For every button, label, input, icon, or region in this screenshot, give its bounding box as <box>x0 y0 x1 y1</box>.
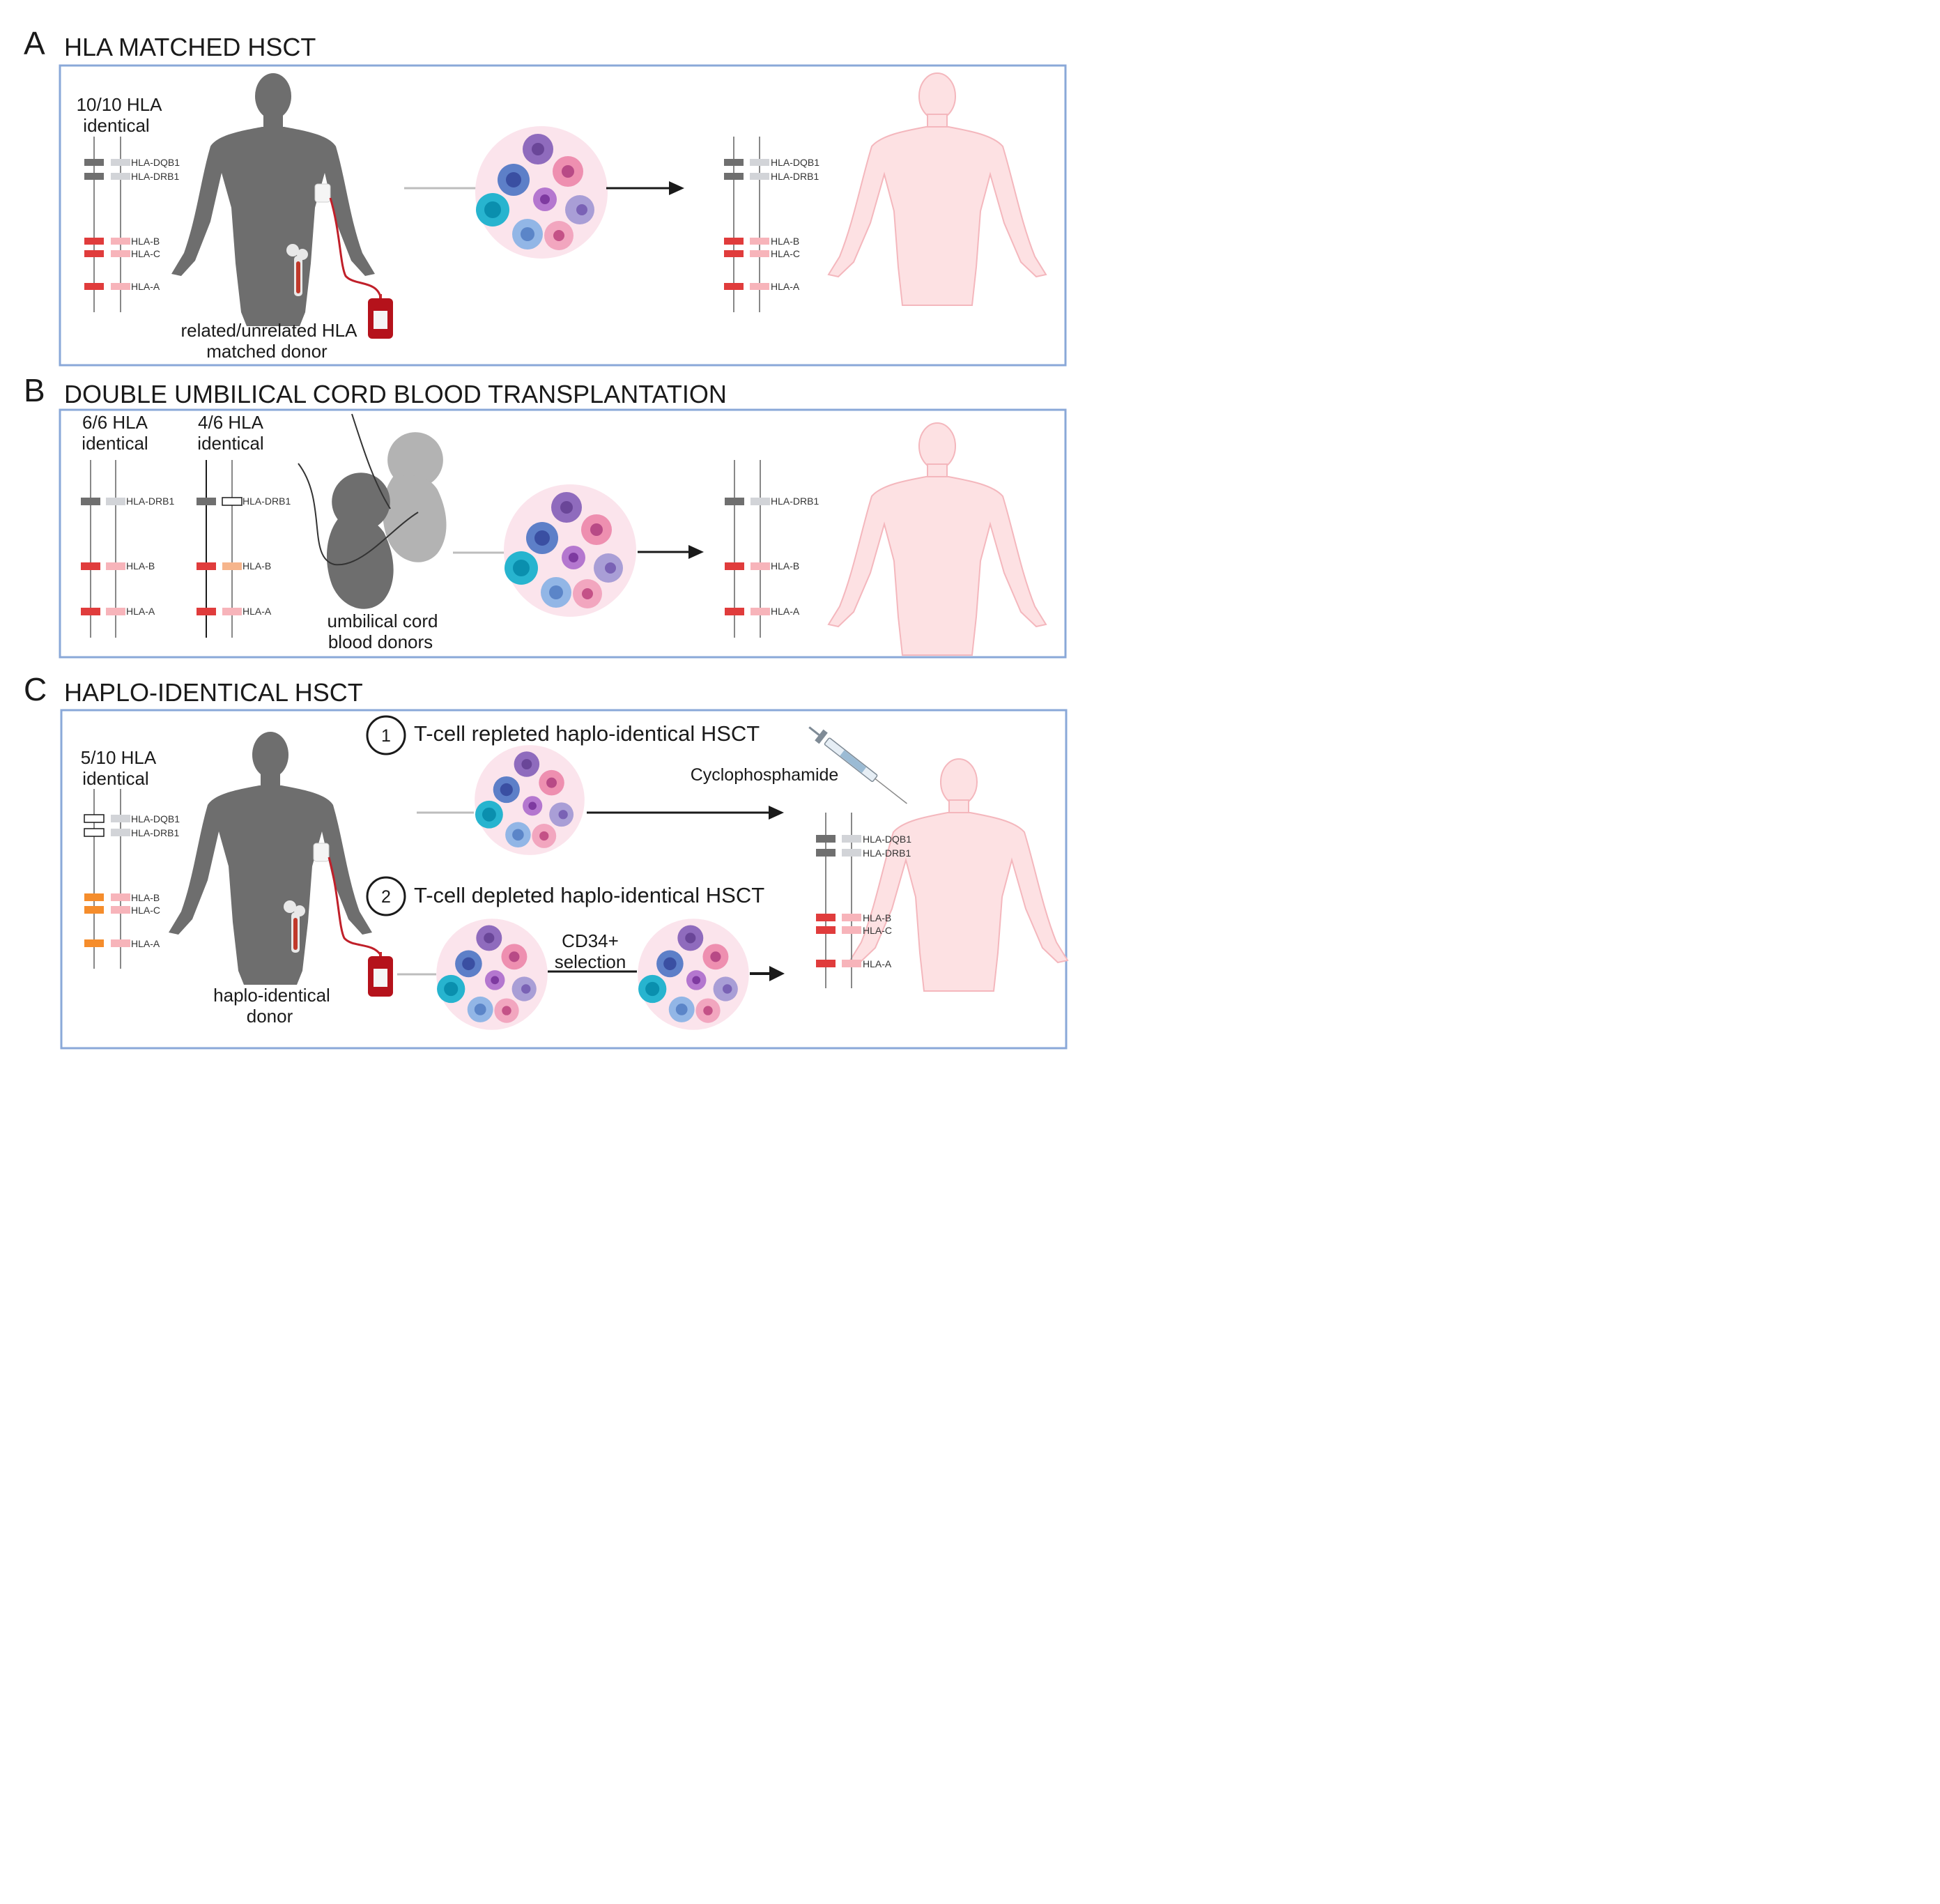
panel-c-identity-line2: identical <box>82 768 148 789</box>
panel-a-recipient-locus: HLA-B <box>771 236 799 247</box>
step-1-number: 1 <box>381 726 391 746</box>
fetus-icon <box>298 413 447 609</box>
panel-b-donor1-locus: HLA-DRB1 <box>126 496 174 507</box>
arrow-right-icon <box>750 966 785 981</box>
panel-c-donor-locus: HLA-DQB1 <box>131 813 180 824</box>
panel-b-donor2-locus: HLA-B <box>243 560 271 571</box>
panel-b-identity1-line2: identical <box>82 433 148 454</box>
panel-a-donor-line1: related/unrelated HLA <box>181 320 358 341</box>
panel-c-donor-locus: HLA-A <box>131 938 160 949</box>
panel-b-recipient-locus: HLA-DRB1 <box>771 496 819 507</box>
recipient-silhouette-icon <box>849 758 1068 992</box>
panel-a-donor-locus: HLA-B <box>131 236 160 247</box>
drug-label: Cyclophosphamide <box>691 765 839 785</box>
donor-silhouette-icon <box>169 732 372 985</box>
panel-c-letter: C <box>24 671 47 707</box>
iv-line <box>313 843 382 955</box>
panel-b-identity2-line2: identical <box>197 433 263 454</box>
panel-b-donor1-hla-chart: HLA-DRB1 HLA-B HLA-A <box>81 460 174 638</box>
panel-a: A HLA MATCHED HSCT 10/10 HLA identical H… <box>24 25 1067 367</box>
panel-a-letter: A <box>24 25 45 61</box>
step-2-badge: 2 <box>366 876 406 916</box>
arrow-right-icon <box>587 806 784 820</box>
selection-label-line2: selection <box>555 951 626 972</box>
panel-a-donor-locus: HLA-DRB1 <box>131 171 179 182</box>
panel-a-identity-line1: 10/10 HLA <box>77 94 163 115</box>
panel-c-donor-locus: HLA-C <box>131 905 160 916</box>
panel-c-border <box>60 709 1068 1050</box>
panel-c-identity-line1: 5/10 HLA <box>81 747 157 768</box>
panel-a-donor-hla-chart: HLA-DQB1 HLA-DRB1 HLA-B HLA-C HLA-A <box>84 137 180 312</box>
step-2-number: 2 <box>381 887 391 907</box>
figure-hsct-types: A HLA MATCHED HSCT 10/10 HLA identical H… <box>24 25 1068 1050</box>
step-1-badge: 1 <box>366 715 406 755</box>
panel-c-donor-locus: HLA-B <box>131 892 160 903</box>
blood-bag-icon <box>368 294 393 339</box>
recipient-silhouette-icon <box>828 422 1047 656</box>
panel-b-donor-line2: blood donors <box>328 631 433 652</box>
panel-c-recipient-locus: HLA-C <box>863 925 892 936</box>
panel-b-identity1-line1: 6/6 HLA <box>82 412 148 433</box>
step-1-title: T-cell repleted haplo-identical HSCT <box>414 721 760 746</box>
panel-c-recipient-locus: HLA-DQB1 <box>863 834 911 845</box>
panel-b-donor2-locus: HLA-A <box>243 606 272 617</box>
stem-cell-cluster-icon <box>504 484 636 617</box>
panel-b-donor1-locus: HLA-B <box>126 560 155 571</box>
arrow-right-icon <box>606 181 684 195</box>
panel-b-donor2-locus: HLA-DRB1 <box>243 496 291 507</box>
stem-cell-cluster-icon <box>436 919 548 1030</box>
panel-c-recipient-locus: HLA-DRB1 <box>863 847 911 859</box>
panel-c-title: HAPLO-IDENTICAL HSCT <box>64 678 363 707</box>
panel-a-recipient-locus: HLA-C <box>771 248 800 259</box>
panel-b-border <box>59 408 1067 659</box>
panel-b-recipient-locus: HLA-A <box>771 606 800 617</box>
panel-c-donor-locus: HLA-DRB1 <box>131 827 179 838</box>
panel-c-recipient-hla-chart: HLA-DQB1 HLA-DRB1 HLA-B HLA-C HLA-A <box>816 813 911 988</box>
panel-a-donor-locus: HLA-DQB1 <box>131 157 180 168</box>
panel-c-donor-line2: donor <box>247 1006 293 1027</box>
panel-a-recipient-locus: HLA-DRB1 <box>771 171 819 182</box>
stem-cell-cluster-icon <box>638 919 749 1030</box>
panel-b-letter: B <box>24 372 45 408</box>
blood-bag-icon <box>368 952 393 997</box>
panel-b-recipient-hla-chart: HLA-DRB1 HLA-B HLA-A <box>725 460 819 638</box>
step-2-title: T-cell depleted haplo-identical HSCT <box>414 883 764 907</box>
panel-c-donor-hla-chart: HLA-DQB1 HLA-DRB1 HLA-B HLA-C HLA-A <box>84 789 180 969</box>
panel-a-donor-locus: HLA-C <box>131 248 160 259</box>
panel-a-identity-line2: identical <box>83 115 149 136</box>
panel-b: B DOUBLE UMBILICAL CORD BLOOD TRANSPLANT… <box>24 372 1067 659</box>
stem-cell-cluster-icon <box>475 126 608 259</box>
panel-c-recipient-locus: HLA-B <box>863 912 891 923</box>
panel-b-donor-line1: umbilical cord <box>328 611 438 631</box>
panel-b-donor2-hla-chart: HLA-DRB1 HLA-B HLA-A <box>197 460 291 638</box>
iv-line <box>314 183 382 298</box>
recipient-silhouette-icon <box>828 72 1047 306</box>
panel-a-recipient-locus: HLA-A <box>771 281 800 292</box>
arrow-right-icon <box>638 545 704 559</box>
panel-c-recipient-locus: HLA-A <box>863 958 892 969</box>
panel-b-donor1-locus: HLA-A <box>126 606 155 617</box>
selection-label-line1: CD34+ <box>562 930 619 951</box>
panel-c: C HAPLO-IDENTICAL HSCT 5/10 HLA identica… <box>24 671 1068 1050</box>
panel-a-recipient-locus: HLA-DQB1 <box>771 157 819 168</box>
panel-c-donor-line1: haplo-identical <box>213 985 330 1006</box>
panel-b-recipient-locus: HLA-B <box>771 560 799 571</box>
panel-b-title: DOUBLE UMBILICAL CORD BLOOD TRANSPLANTAT… <box>64 380 727 408</box>
panel-a-donor-line2: matched donor <box>206 341 328 362</box>
panel-a-recipient-hla-chart: HLA-DQB1 HLA-DRB1 HLA-B HLA-C HLA-A <box>724 137 819 312</box>
panel-b-identity2-line1: 4/6 HLA <box>198 412 264 433</box>
panel-a-donor-locus: HLA-A <box>131 281 160 292</box>
donor-silhouette-icon <box>171 73 375 326</box>
panel-a-title: HLA MATCHED HSCT <box>64 33 316 61</box>
panel-a-border <box>59 64 1067 367</box>
syringe-icon <box>808 726 907 804</box>
stem-cell-cluster-icon <box>475 745 585 855</box>
